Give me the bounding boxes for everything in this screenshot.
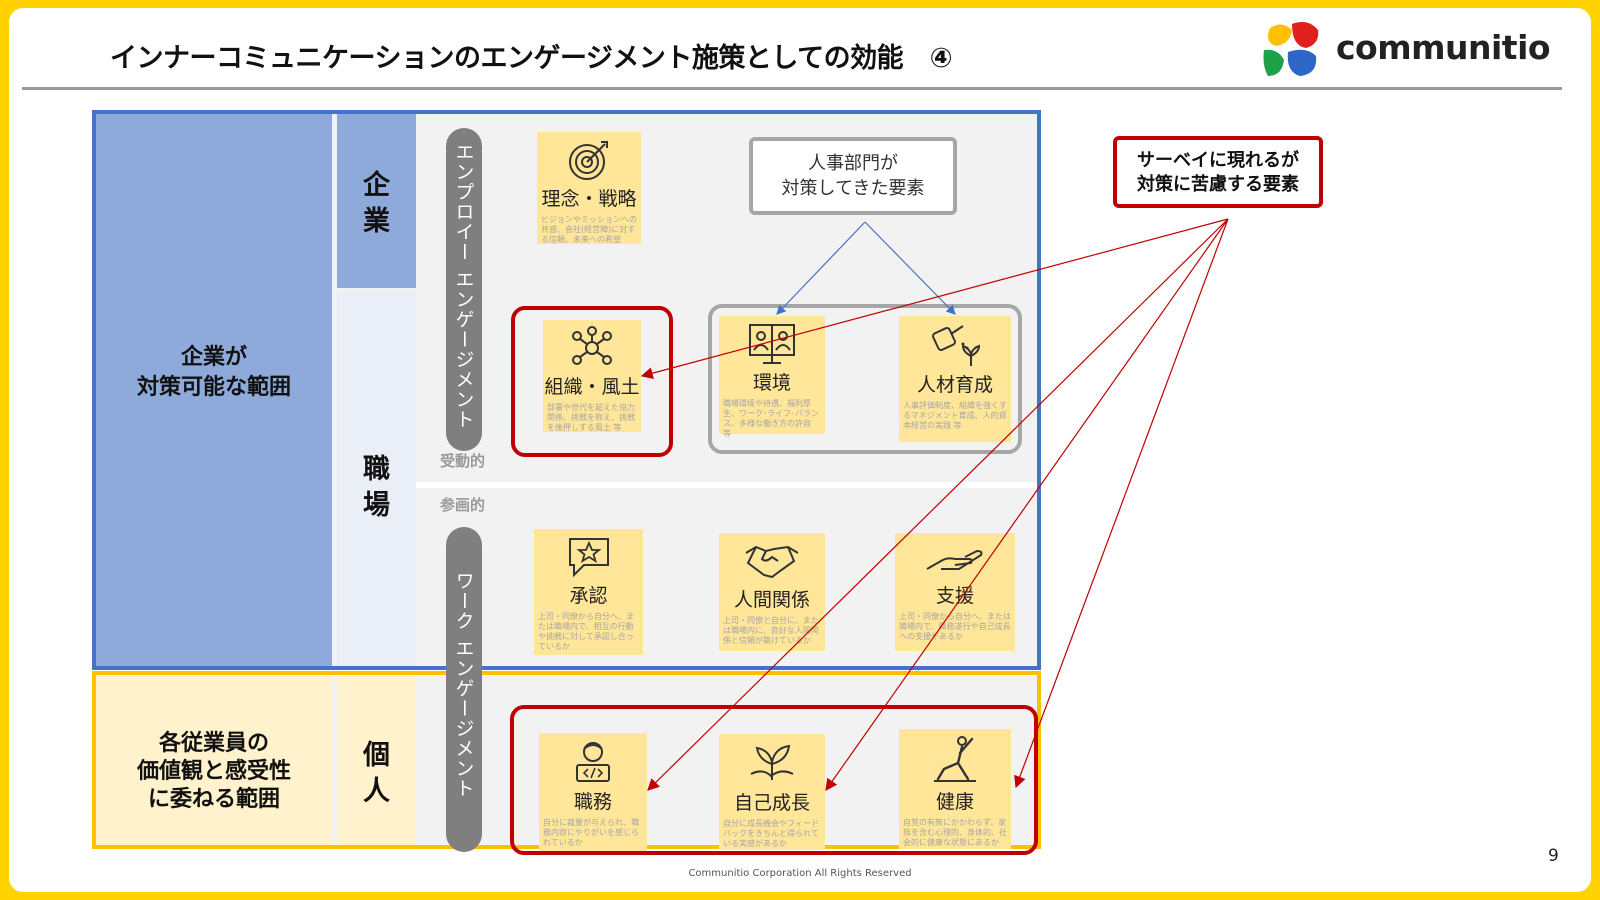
card-talent: 人材育成 人事評価制度、組織を強くするマネジメント育成、人的資本経営の実践 等 — [899, 316, 1011, 442]
hr-elements-group-box — [708, 304, 1022, 454]
handshake-icon — [745, 545, 799, 579]
card-description: 上司・同僚から自分へ、または職場内で、相互の行動や挑戦に対して承認し合っているか — [538, 612, 634, 651]
individual-level-label: 個 人 — [363, 740, 390, 807]
card-recognition: 承認 上司・同僚から自分へ、または職場内で、相互の行動や挑戦に対して承認し合って… — [534, 529, 643, 655]
card-environment: 環境 職場環境や待遇、福利厚生、ワーク･ライフ･バランス、多様な働き方の許容 等 — [719, 316, 825, 438]
card-title: 人間関係 — [733, 589, 810, 611]
individual-level-band — [337, 675, 416, 845]
target-icon — [569, 141, 608, 180]
yoga-icon — [934, 736, 976, 782]
card-title: 組織・風土 — [544, 376, 640, 398]
communitio-logo-icon — [1263, 22, 1319, 76]
arrow-survey-to-culture — [640, 218, 1229, 380]
survey-elements-box: サーベイに現れるが 対策に苦慮する要素 — [1113, 136, 1323, 208]
employee-engagement-bar: エンプロイー エンゲージメント — [446, 128, 482, 451]
workplace-level-band — [337, 291, 416, 666]
card-title: 環境 — [752, 372, 791, 394]
card-description: 自覚の有無にかかわらず、家族を含む心理的、身体的、社会的に健康な状態にあるか — [903, 818, 1007, 847]
company-level-band — [337, 114, 416, 288]
card-job: 職務 自分に裁量が与えられ、職務内容にやりがいを感じられているか — [539, 733, 647, 851]
logo-wordmark: communitio — [1336, 28, 1551, 67]
company-range-band — [96, 114, 332, 666]
work-engagement-bar: ワーク エンゲージメント — [446, 527, 482, 852]
individual-range-band — [96, 675, 332, 845]
card-title: 自己成長 — [733, 792, 810, 814]
arrow-hr-to-environment — [776, 221, 866, 315]
arrow-survey-to-health — [1014, 218, 1229, 789]
individual-range-label: 各従業員の 価値観と感受性 に委ねる範囲 — [136, 731, 291, 812]
card-title: 人材育成 — [916, 374, 993, 396]
card-health: 健康 自覚の有無にかかわらず、家族を含む心理的、身体的、社会的に健康な状態にある… — [899, 729, 1011, 849]
card-growth: 自己成長 自分に成長機会やフィードバックをきちんと得られている実感があるか — [719, 734, 825, 850]
footer-copyright: Communitio Corporation All Rights Reserv… — [688, 868, 912, 879]
engagement-divider — [416, 482, 1037, 488]
card-vision: 理念・戦略 ビジョンやミッションへの共感、会社(経営陣)に対する信頼、未来への希… — [537, 132, 641, 244]
helping-hand-icon — [926, 549, 983, 570]
card-title: 健康 — [935, 791, 974, 813]
card-description: 上司・同僚と自分に、または職場内に、良好な人間関係と信頼が築けているか — [723, 616, 819, 645]
star-bubble-icon — [568, 538, 609, 578]
card-description: 上司・同僚から自分へ、または職場内で、職務遂行や自己成長への支援があるか — [899, 612, 1011, 641]
card-relations: 人間関係 上司・同僚と自分に、または職場内に、良好な人間関係と信頼が築けているか — [719, 533, 825, 651]
developer-icon — [576, 742, 610, 782]
card-description: 職場環境や待遇、福利厚生、ワーク･ライフ･バランス、多様な働き方の許容 等 — [723, 399, 819, 438]
page-title: インナーコミュニケーションのエンゲージメント施策としての効能 ④ — [110, 43, 952, 74]
watering-can-icon — [932, 325, 981, 366]
card-title: 承認 — [569, 585, 608, 607]
individual-elements-highlight-box — [510, 705, 1038, 855]
arrow-survey-to-growth — [825, 218, 1229, 791]
card-title: 職務 — [573, 791, 612, 813]
card-description: 自分に裁量が与えられ、職務内容にやりがいを感じられているか — [543, 818, 640, 847]
title-divider — [22, 87, 1562, 90]
active-label: 参画的 — [440, 496, 486, 514]
card-title: 支援 — [935, 585, 974, 607]
company-range-label: 企業が 対策可能な範囲 — [136, 345, 291, 400]
passive-label: 受動的 — [440, 452, 486, 470]
arrow-hr-to-talent — [864, 221, 956, 315]
card-title: 理念・戦略 — [541, 188, 637, 210]
card-culture: 組織・風土 部署や世代を超えた協力関係、挑戦を称え、挑戦を後押しする風土 等 — [543, 320, 641, 432]
hr-department-box: 人事部門が 対策してきた要素 — [749, 137, 957, 215]
workplace-level-label: 職 場 — [363, 454, 390, 521]
card-description: 部署や世代を超えた協力関係、挑戦を称え、挑戦を後押しする風土 等 — [547, 403, 635, 432]
sprout-icon — [750, 744, 794, 780]
page-number: 9 — [1548, 846, 1559, 866]
video-meeting-icon — [749, 324, 795, 364]
arrow-survey-to-job — [647, 218, 1229, 791]
company-level-label: 企 業 — [363, 170, 390, 237]
network-icon — [572, 326, 612, 365]
culture-highlight-box — [511, 306, 673, 457]
card-description: 自分に成長機会やフィードバックをきちんと得られている実感があるか — [723, 819, 819, 848]
card-support: 支援 上司・同僚から自分へ、または職場内で、職務遂行や自己成長への支援があるか — [895, 533, 1015, 651]
card-description: ビジョンやミッションへの共感、会社(経営陣)に対する信頼、未来への希望 — [541, 215, 637, 244]
card-description: 人事評価制度、組織を強くするマネジメント育成、人的資本経営の実践 等 — [903, 401, 1007, 430]
